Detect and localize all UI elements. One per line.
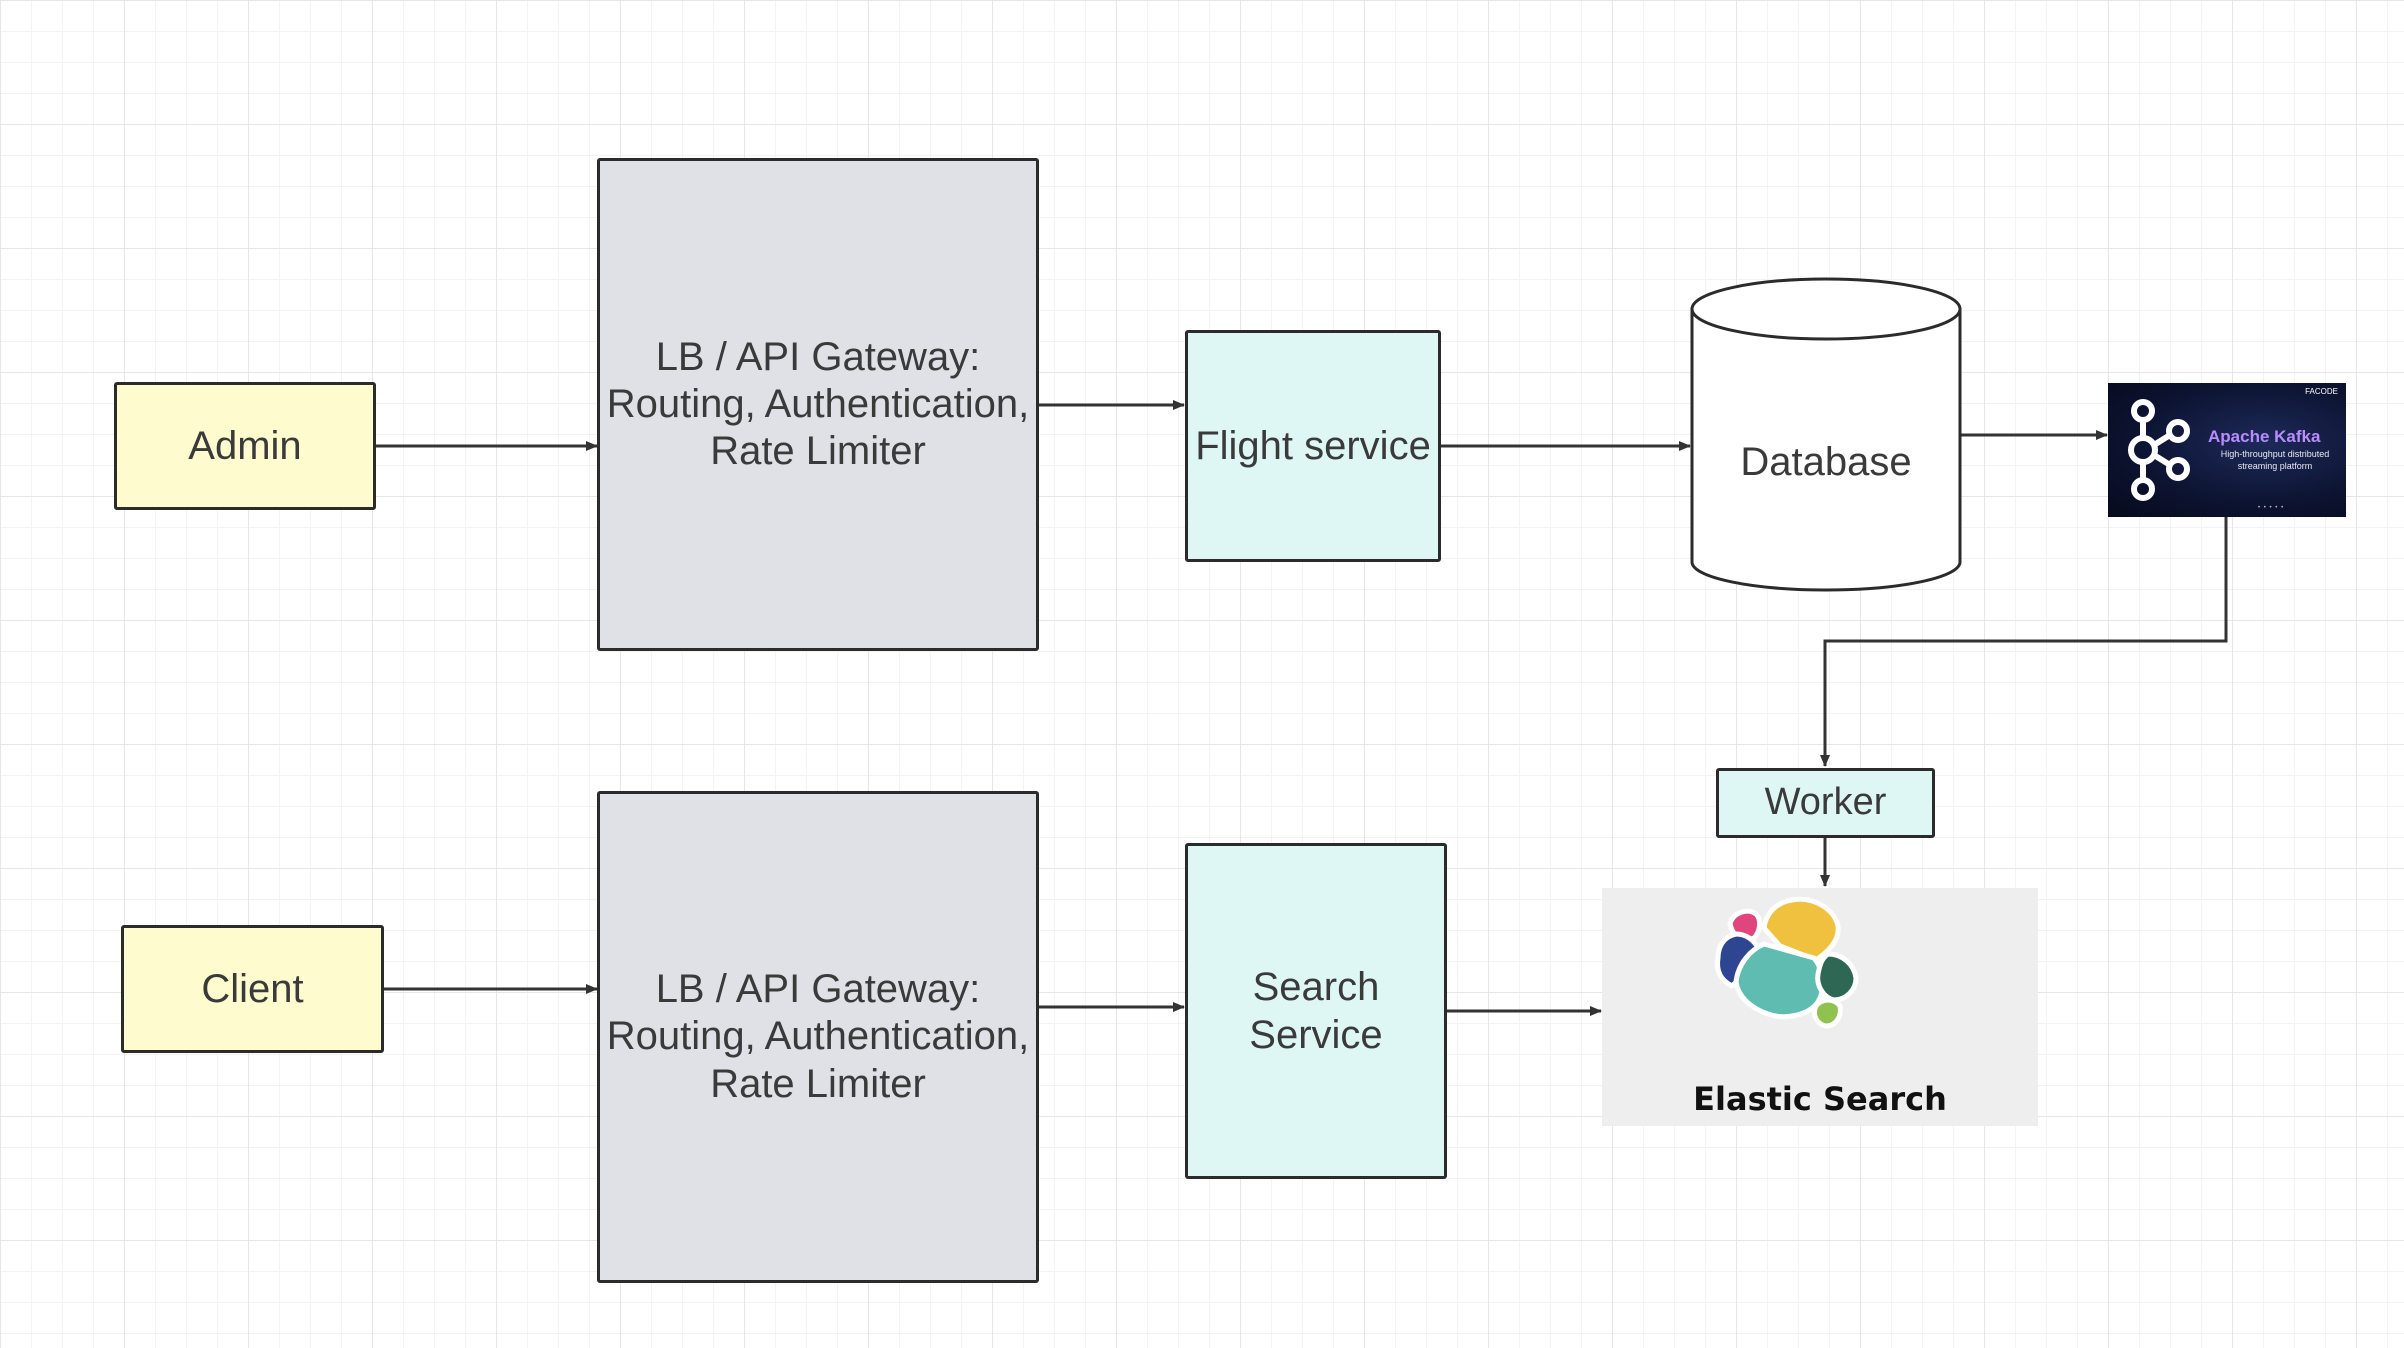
database-node[interactable]: Database bbox=[1690, 277, 1962, 592]
kafka-dots-decoration: • • • • • bbox=[2258, 505, 2285, 511]
kafka-logo-icon bbox=[2128, 399, 2190, 501]
kafka-node[interactable]: FACODE Apache Kafka High-throughput dist… bbox=[2108, 383, 2346, 517]
gateway-top-node[interactable]: LB / API Gateway: Routing, Authenticatio… bbox=[597, 158, 1039, 651]
search-service-node[interactable]: Search Service bbox=[1185, 843, 1447, 1179]
elastic-search-node[interactable]: Elastic Search bbox=[1602, 888, 2038, 1126]
client-node[interactable]: Client bbox=[121, 925, 384, 1053]
kafka-badge: FACODE bbox=[2305, 387, 2338, 396]
elastic-search-logo-icon bbox=[1715, 896, 1859, 1029]
kafka-title: Apache Kafka bbox=[2208, 427, 2321, 446]
gateway-bottom-node[interactable]: LB / API Gateway: Routing, Authenticatio… bbox=[597, 791, 1039, 1283]
flight-service-node[interactable]: Flight service bbox=[1185, 330, 1441, 562]
database-label: Database bbox=[1740, 440, 1911, 484]
worker-node[interactable]: Worker bbox=[1716, 768, 1935, 838]
edge-kafka-to-worker bbox=[1820, 517, 2228, 767]
kafka-subtitle: High-throughput distributed streaming pl… bbox=[2220, 449, 2330, 471]
elastic-search-label: Elastic Search bbox=[1693, 1080, 1947, 1118]
admin-node[interactable]: Admin bbox=[114, 382, 376, 510]
